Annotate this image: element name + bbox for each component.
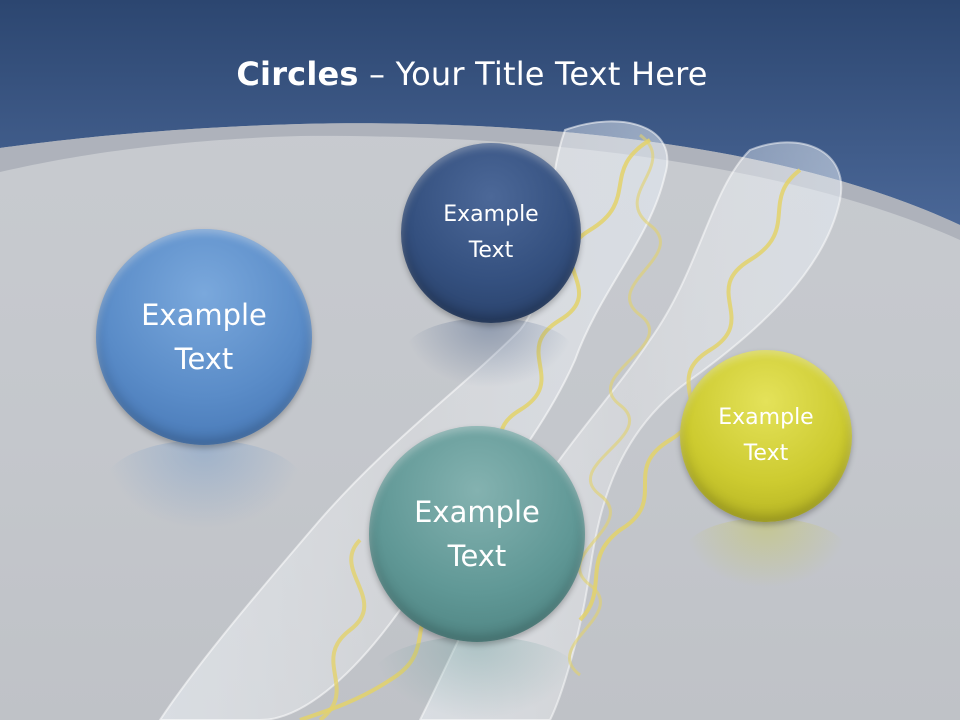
title-bold: Circles	[236, 55, 359, 93]
circle-teal: Example Text	[369, 426, 585, 642]
slide-title: Circles – Your Title Text Here	[0, 54, 944, 94]
circle-yellow-label: Example Text	[718, 405, 814, 466]
circle-3-reflection	[372, 636, 582, 720]
circle-1-reflection	[104, 440, 304, 530]
title-rest: – Your Title Text Here	[358, 55, 708, 93]
circle-navy-label: Example Text	[443, 202, 539, 263]
circle-2-reflection	[404, 318, 574, 388]
circle-teal-label: Example Text	[414, 495, 540, 573]
circle-navy: Example Text	[401, 143, 581, 323]
circle-yellow: Example Text	[680, 350, 852, 522]
circle-4-reflection	[684, 518, 848, 588]
circle-blue-label: Example Text	[141, 298, 267, 376]
circle-blue: Example Text	[96, 229, 312, 445]
